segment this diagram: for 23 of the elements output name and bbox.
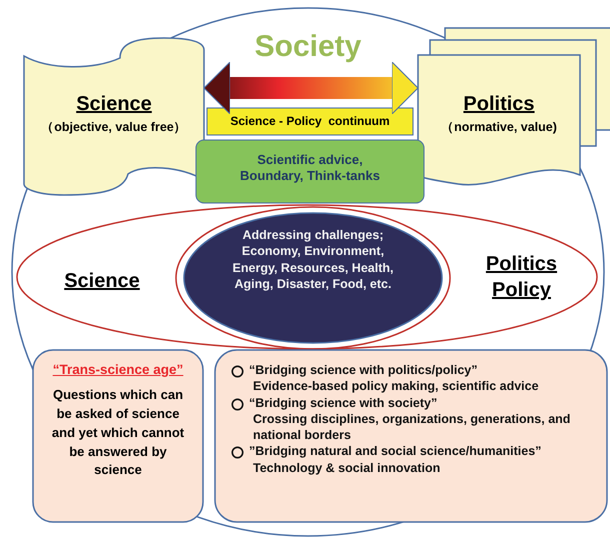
- bridging-detail: Crossing disciplines, organizations, generations, and national borders: [252, 410, 572, 444]
- arena-ellipse: [17, 205, 597, 349]
- science-title: Science: [75, 92, 153, 117]
- science-subtitle: （objective, value free）: [40, 120, 188, 136]
- advice-box: [196, 140, 424, 203]
- bridging-detail: Evidence-based policy making, scientific advice: [252, 378, 540, 394]
- bridging-detail: Technology & social innovation: [252, 460, 442, 476]
- advice-label: Scientific advice, Boundary, Think-tanks: [239, 152, 381, 184]
- science-label: Science: [63, 269, 141, 294]
- bridging-heading: ”Bridging natural and social science/humanities”: [249, 443, 542, 460]
- society-heading: Society: [254, 29, 362, 65]
- trans-science-text: Questions which can be asked of science and yet which cannot be answered by science: [50, 386, 186, 480]
- politics-policy-label: Politics Policy: [484, 252, 558, 303]
- bridging-heading: “Bridging science with politics/policy”: [249, 362, 479, 378]
- politics-title: Politics: [462, 92, 536, 117]
- challenges-label: Addressing challenges; Economy, Environment, Energy, Resources, Health, Aging, Disaster, Food, etc.: [232, 227, 394, 292]
- bridging-heading: “Bridging science with society”: [249, 394, 438, 411]
- trans-science-title: “Trans-science age”: [52, 362, 184, 379]
- continuum-banner: [207, 108, 413, 135]
- politics-document-stack: [418, 28, 610, 185]
- double-arrow: [204, 62, 418, 114]
- continuum-label: Science - Policy continuum: [229, 114, 391, 129]
- politics-subtitle: （normative, value): [440, 120, 558, 136]
